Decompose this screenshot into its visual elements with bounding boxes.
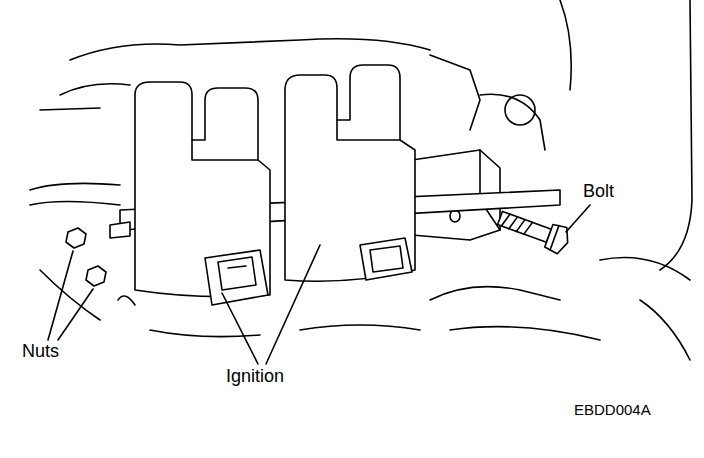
- part-label: Ignition: [226, 367, 284, 387]
- figure-code: EBDD004A: [574, 402, 651, 419]
- part-label: Nuts: [22, 342, 59, 362]
- part-label: Bolt: [583, 182, 614, 202]
